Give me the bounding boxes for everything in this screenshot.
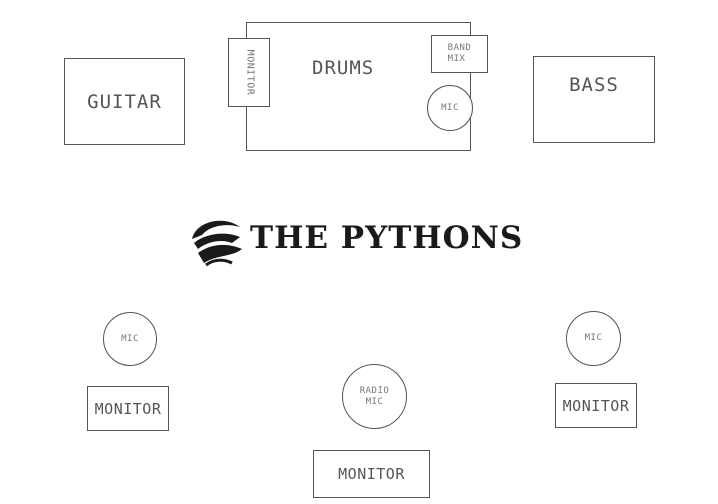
drums-mic-label: MIC xyxy=(441,102,459,113)
band-name: THE PYTHONS xyxy=(250,220,524,256)
bass-label: BASS xyxy=(569,73,619,96)
drums-monitor: MONITOR xyxy=(228,38,270,107)
front-center-mic-label: RADIO MIC xyxy=(359,385,390,407)
guitar-area: GUITAR xyxy=(64,58,185,145)
bass-area: BASS xyxy=(533,56,655,143)
band-mix-box: BAND MIX xyxy=(431,35,488,73)
front-left-monitor: MONITOR xyxy=(87,386,169,431)
front-right-monitor: MONITOR xyxy=(555,383,637,428)
front-left-mic: MIC xyxy=(103,312,157,366)
python-logo-icon xyxy=(192,220,242,267)
band-mix-label: BAND MIX xyxy=(447,43,472,64)
front-left-mic-label: MIC xyxy=(121,333,139,344)
drums-monitor-label: MONITOR xyxy=(244,49,256,96)
front-center-monitor-label: MONITOR xyxy=(338,465,405,483)
front-right-monitor-label: MONITOR xyxy=(562,396,630,415)
front-center-radio-mic: RADIO MIC xyxy=(342,364,407,429)
front-left-monitor-label: MONITOR xyxy=(94,399,162,418)
front-center-monitor: MONITOR xyxy=(313,450,430,498)
drums-label: DRUMS xyxy=(312,57,375,79)
front-right-mic: MIC xyxy=(566,311,621,366)
drums-mic: MIC xyxy=(427,85,473,131)
front-right-mic-label: MIC xyxy=(584,333,603,343)
guitar-label: GUITAR xyxy=(87,90,162,113)
